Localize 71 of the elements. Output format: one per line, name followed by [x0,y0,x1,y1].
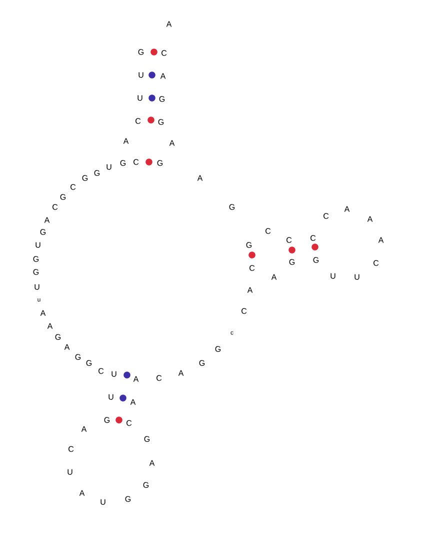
nucleotide-letter: G [144,436,150,442]
nucleotide-letter: A [247,287,253,293]
nucleotide-letter: C [286,237,292,243]
nucleotide-letter: A [197,175,203,181]
nucleotide-letter: C [52,204,58,210]
nucleotide-letter: U [108,394,114,400]
nucleotide-letter: A [123,138,129,144]
nucleotide-letter: C [136,118,141,124]
nucleotide-letter: G [199,360,205,366]
nucleotide-letter: C [134,159,139,165]
nucleotide-letter: U [68,469,72,475]
nucleotide-letter: A [47,323,53,329]
nucleotide-letter: G [138,49,144,55]
nucleotide-letter: C [266,228,271,234]
nucleotide-letter: A [271,274,277,280]
nucleotide-letter: U [36,242,40,248]
nucleotide-letter: G [40,229,46,235]
nucleotide-letter: U [34,284,40,290]
nucleotide-letter: A [149,460,155,466]
nucleotide-letter: A [130,399,136,405]
nucleotide-letter: U [106,164,112,170]
nucleotide-letter: G [33,256,39,262]
nucleotide-letter: A [166,21,172,27]
nucleotide-letter: G [215,346,221,352]
nucleotide-letter: A [44,217,50,223]
nucleotide-letter: G [159,96,165,102]
nucleotide-letter: G [158,119,164,125]
nucleotide-letter: C [68,446,74,452]
nucleotide-letter: C [310,235,316,241]
nucleotide-letter: G [157,160,163,166]
nucleotide-letter: A [378,237,384,243]
nucleotide-letter: A [178,370,184,376]
nucleotide-letter: G [289,259,295,265]
nucleotide-letter: G [86,360,92,366]
nucleotide-letter: A [367,216,373,222]
nucleotide-letter: A [81,426,87,432]
nucleotide-letter: A [40,310,46,316]
nucleotide-letter: C [324,213,329,219]
nucleotide-letter: U [138,72,144,78]
nucleotide-letter: G [246,242,252,248]
nucleotide-letter: G [75,354,81,360]
nucleotide-letter: C [242,308,247,314]
nucleotide-letter: G [143,482,149,488]
nucleotide-letter: A [64,344,70,350]
nucleotide-letter: G [55,334,61,340]
nucleotide-letter: G [229,204,235,210]
nucleotide-letter: C [98,368,104,374]
nucleotide-letter: G [60,194,66,200]
nucleotide-letter: G [94,170,100,176]
nucleotide-letter: G [104,417,110,423]
nucleotide-letter: U [112,371,116,377]
nucleotide-letter: G [82,175,88,181]
nucleotide-letter: G [313,257,319,263]
nucleotide-letter: A [133,376,139,382]
nucleotide-letter: G [125,496,131,502]
nucleotide-letter: A [79,490,85,496]
nucleotide-letter: C [374,260,379,266]
nucleotide-letter: U [330,273,336,279]
nucleotide-letter: G [120,160,126,166]
nucleotide-letter: C [70,184,76,190]
nucleotide-letter: U [354,274,360,280]
nucleotide-letter: A [169,140,175,146]
nucleotide-letter: A [344,206,350,212]
nucleotide-letter: U [100,499,106,505]
nucleotide-letter: C [250,265,255,271]
nucleotide-letter: C [162,50,167,56]
nucleotide-letter: G [33,269,39,275]
nucleotide-letter: U [138,95,142,101]
nucleotide-letter: C [126,420,132,426]
nucleotide-letter: C [156,375,162,381]
nucleotide-letter: A [160,73,166,79]
